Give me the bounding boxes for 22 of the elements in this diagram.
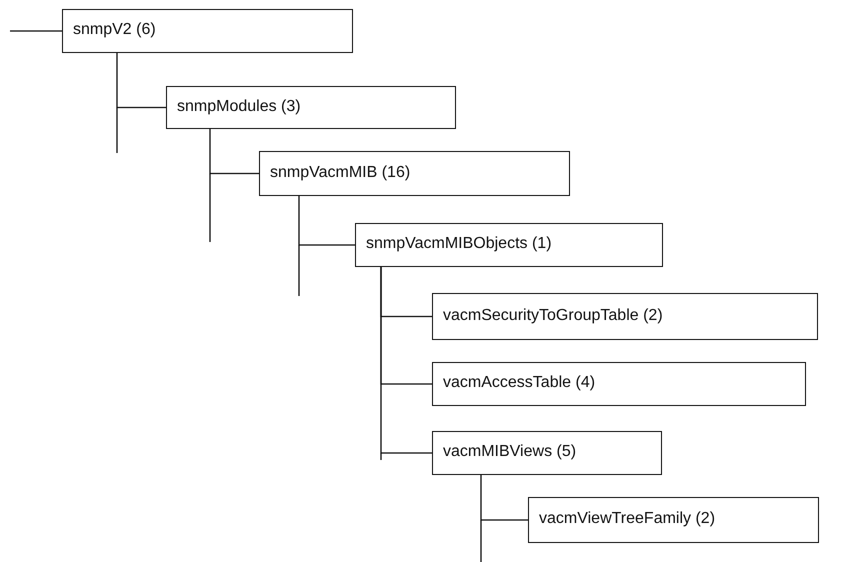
tree-connector	[298, 196, 355, 246]
tree-node-box	[62, 9, 353, 53]
node-label: snmpV2 (6)	[73, 21, 156, 39]
node-label: vacmAccessTable (4)	[443, 374, 596, 392]
tree-node-box	[432, 362, 806, 406]
tree-connector	[10, 30, 62, 32]
tree-node-box	[355, 223, 663, 267]
tree-node-box	[528, 497, 819, 543]
tree-node-box	[166, 86, 456, 129]
node-label: vacmMIBViews (5)	[443, 443, 576, 461]
tree-node-box	[432, 293, 818, 340]
tree-connector	[480, 475, 528, 521]
tree-connector	[209, 129, 259, 174]
tree-connector	[116, 53, 166, 108]
node-label: vacmSecurityToGroupTable (2)	[443, 306, 663, 324]
tree-node-box	[259, 151, 570, 196]
tree-node-box	[432, 431, 662, 475]
node-label: vacmViewTreeFamily (2)	[539, 510, 716, 528]
node-label: snmpModules (3)	[177, 98, 301, 116]
node-label: snmpVacmMIB (16)	[270, 164, 410, 182]
node-label: snmpVacmMIBObjects (1)	[366, 235, 552, 253]
tree-connector	[380, 267, 432, 454]
